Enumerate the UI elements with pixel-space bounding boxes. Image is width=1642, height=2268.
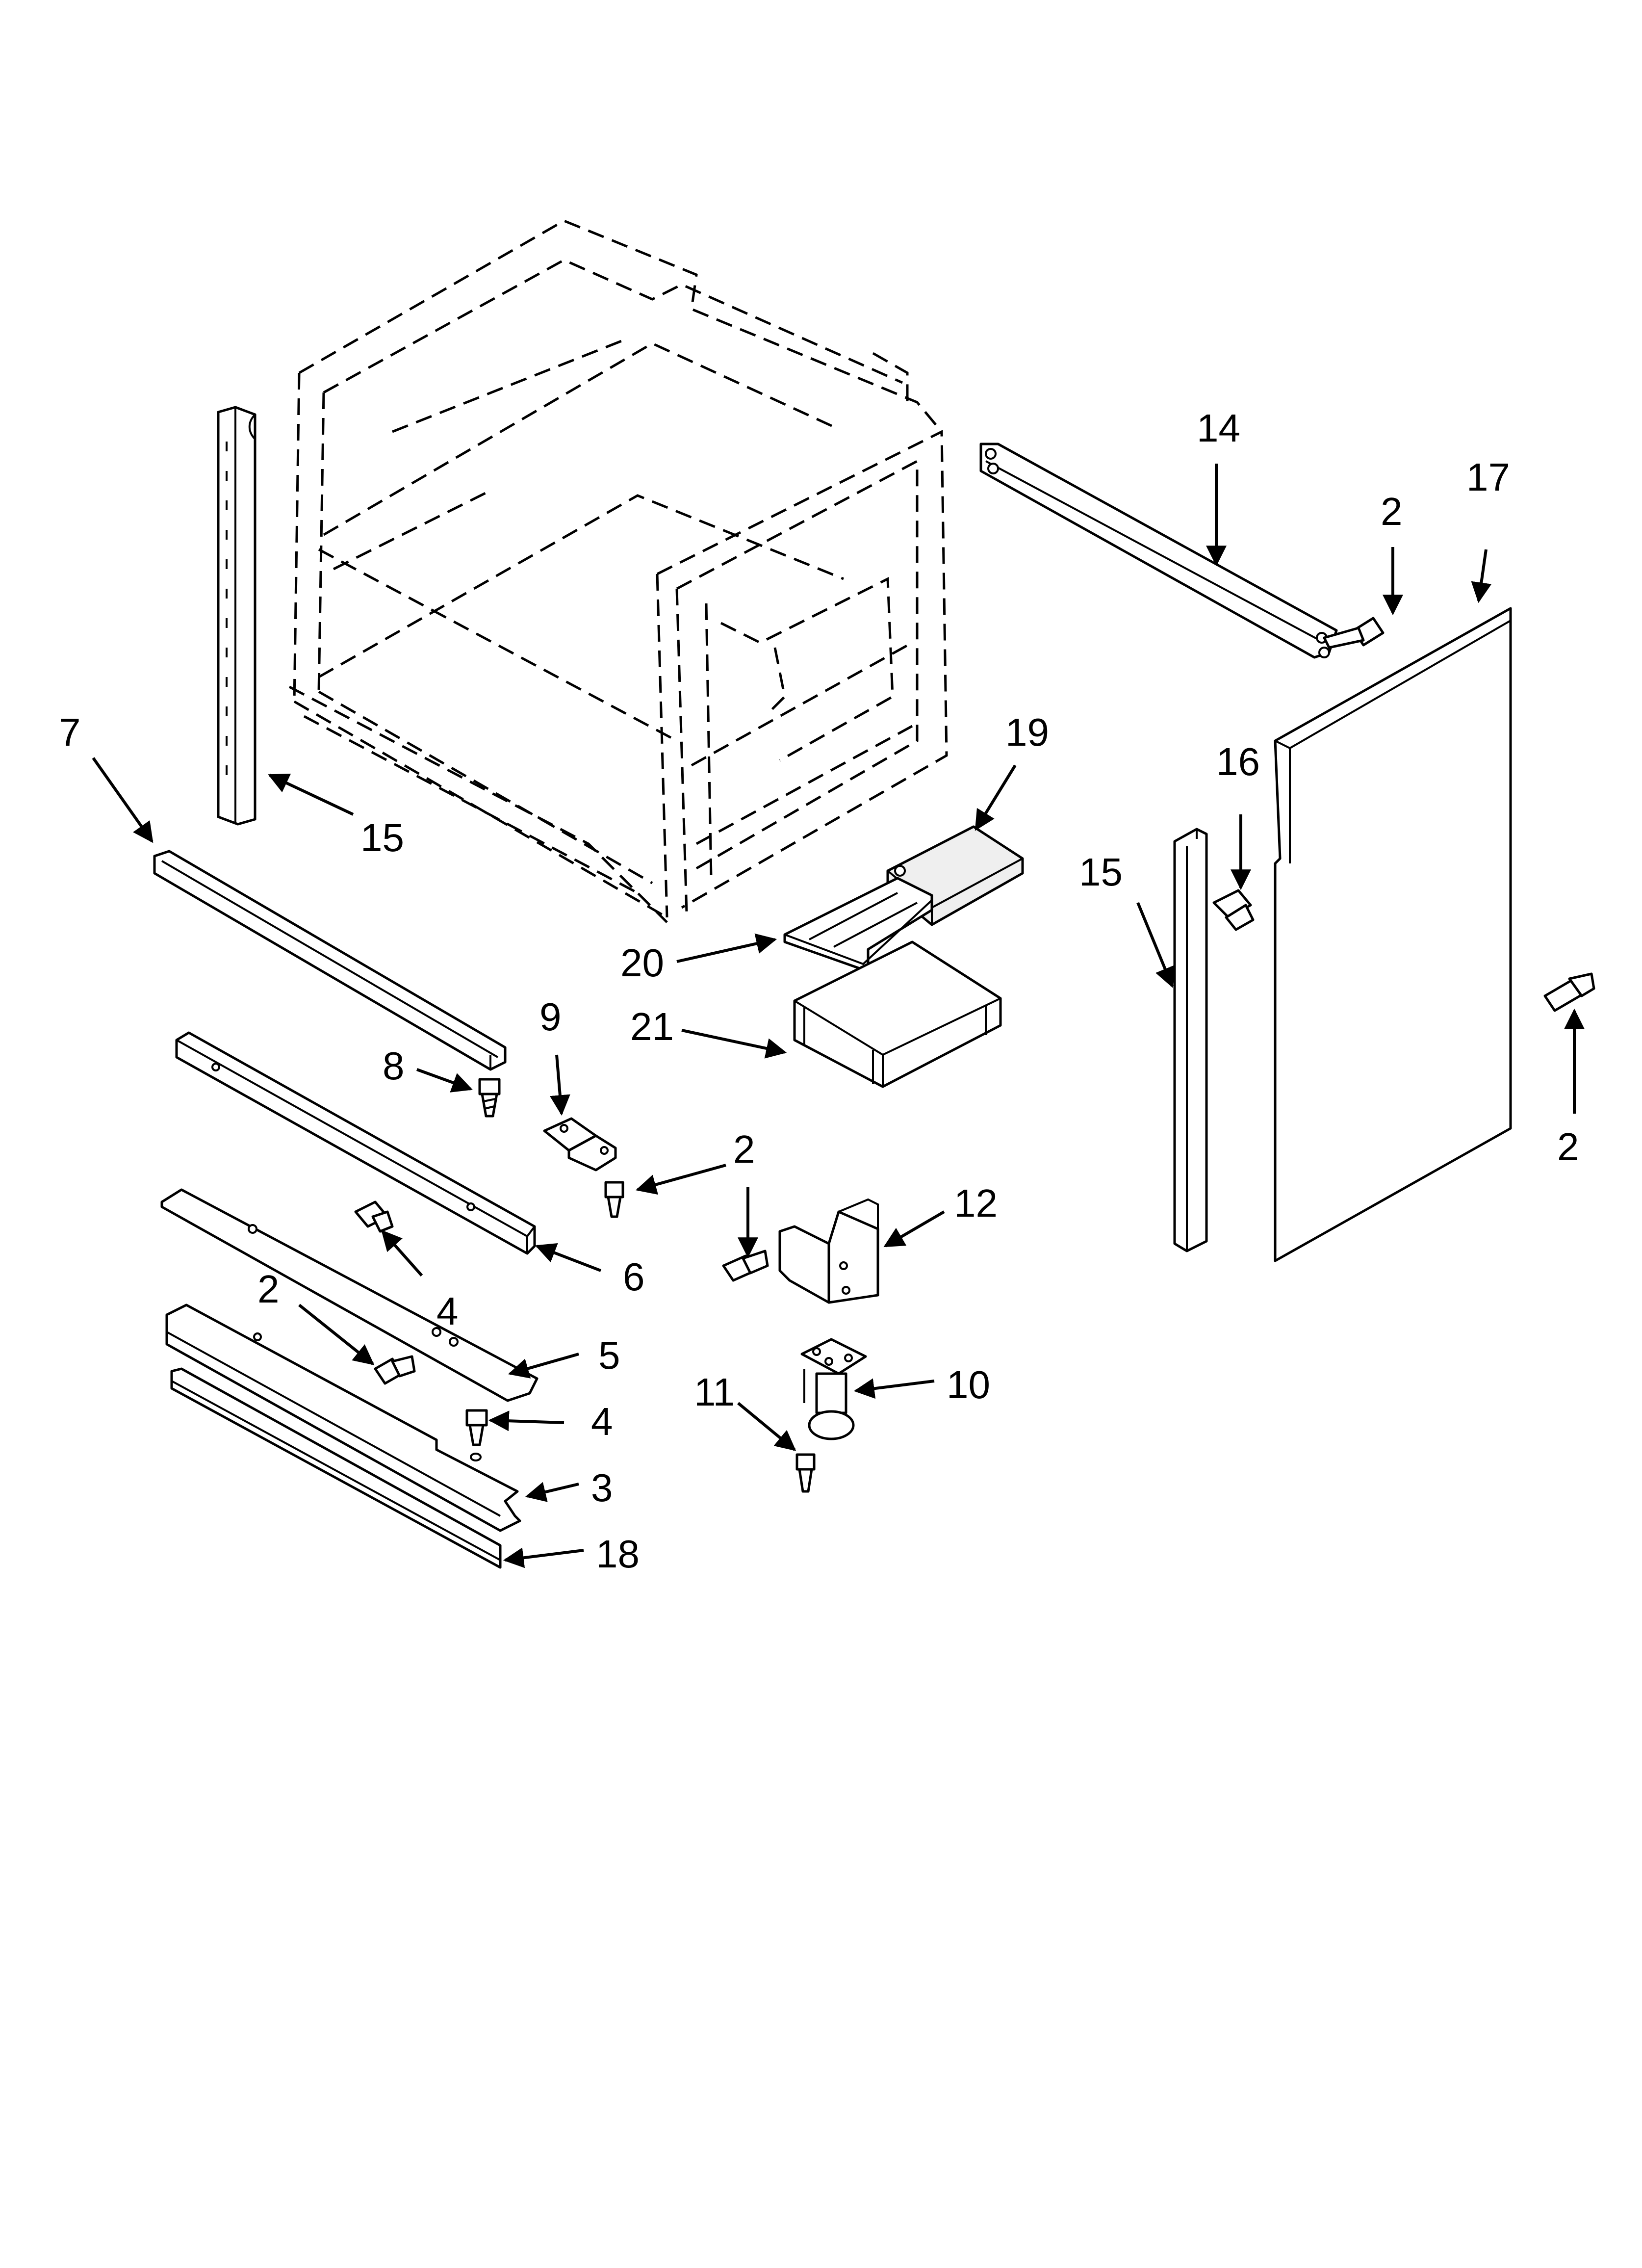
part-6-angle-bracket xyxy=(175,1031,536,1255)
part-9-clip xyxy=(543,1117,617,1172)
part-12-u-bracket xyxy=(778,1198,879,1304)
callout-4: 4 xyxy=(436,1289,459,1333)
part-2-screw-clip xyxy=(604,1181,624,1218)
callout-7: 7 xyxy=(59,710,81,754)
leader-9 xyxy=(549,1054,570,1116)
part-2-screw-top-right xyxy=(1323,617,1385,649)
callout-2: 2 xyxy=(1381,490,1403,533)
leader-5 xyxy=(508,1353,579,1379)
callout-8: 8 xyxy=(383,1044,405,1088)
callout-9: 9 xyxy=(539,995,562,1039)
part-10-leveling-leg xyxy=(800,1338,867,1440)
leader-8 xyxy=(416,1068,473,1093)
leader-3 xyxy=(525,1482,579,1502)
leader-2b xyxy=(635,1164,726,1195)
part-11-screw xyxy=(795,1453,816,1493)
part-5-rail xyxy=(160,1188,539,1402)
callout-5: 5 xyxy=(598,1333,620,1377)
part-18-bottom-strip xyxy=(170,1367,502,1569)
part-17-side-panel xyxy=(1274,607,1512,1262)
part-20-slide xyxy=(783,877,933,973)
part-8-screw xyxy=(478,1078,501,1118)
part-2-screw-bracket12 xyxy=(722,1250,769,1282)
callout-18: 18 xyxy=(596,1532,640,1576)
leader-12 xyxy=(883,1210,945,1248)
part-2-screw-panel xyxy=(1543,972,1595,1012)
part-3-base-panel xyxy=(165,1303,521,1532)
leader-7 xyxy=(92,757,154,843)
part-4-screw-upper xyxy=(354,1200,394,1233)
part-14-top-bracket xyxy=(979,443,1338,659)
part-16-screw xyxy=(1212,889,1255,931)
callout-3: 3 xyxy=(591,1466,613,1510)
callout-4: 4 xyxy=(591,1400,613,1443)
leader-4a xyxy=(381,1229,423,1277)
part-15-left-rail xyxy=(217,406,257,826)
part-15-right-rail xyxy=(1173,828,1208,1252)
leader-17 xyxy=(1471,549,1492,603)
callout-19: 19 xyxy=(1005,710,1049,754)
part-21-drawer xyxy=(793,940,1002,1088)
leader-19 xyxy=(975,764,1017,831)
callout-15: 15 xyxy=(1079,850,1123,894)
callout-14: 14 xyxy=(1197,406,1240,450)
leader-6 xyxy=(535,1243,602,1272)
callout-2: 2 xyxy=(733,1127,755,1171)
callout-2: 2 xyxy=(257,1267,280,1311)
callout-21: 21 xyxy=(630,1005,674,1048)
callout-11: 11 xyxy=(694,1370,735,1414)
callout-17: 17 xyxy=(1466,455,1510,499)
leader-10 xyxy=(853,1378,935,1399)
callout-10: 10 xyxy=(947,1363,990,1407)
cabinet-outline-dashed xyxy=(288,219,948,923)
callout-12: 12 xyxy=(954,1181,998,1225)
callout-2: 2 xyxy=(1557,1125,1579,1169)
callout-15: 15 xyxy=(360,816,404,860)
leader-2d xyxy=(298,1303,375,1365)
part-7-top-rail xyxy=(153,850,507,1071)
callout-20: 20 xyxy=(620,941,664,985)
leader-15a xyxy=(268,774,354,816)
part-2-screw-rail5 xyxy=(374,1355,416,1385)
callout-6: 6 xyxy=(623,1255,645,1299)
leader-20 xyxy=(676,933,777,963)
callout-16: 16 xyxy=(1216,740,1260,783)
leader-11 xyxy=(737,1402,796,1451)
leader-18 xyxy=(503,1547,584,1568)
leader-15b xyxy=(1136,902,1175,988)
part-4-screw-lower xyxy=(465,1409,488,1461)
callout-labels: 14 17 2 7 19 16 15 15 20 9 21 8 2 2 12 6… xyxy=(59,406,1579,1576)
leader-21 xyxy=(681,1029,787,1059)
leader-4b xyxy=(488,1410,564,1432)
leader-lines xyxy=(92,464,1585,1568)
